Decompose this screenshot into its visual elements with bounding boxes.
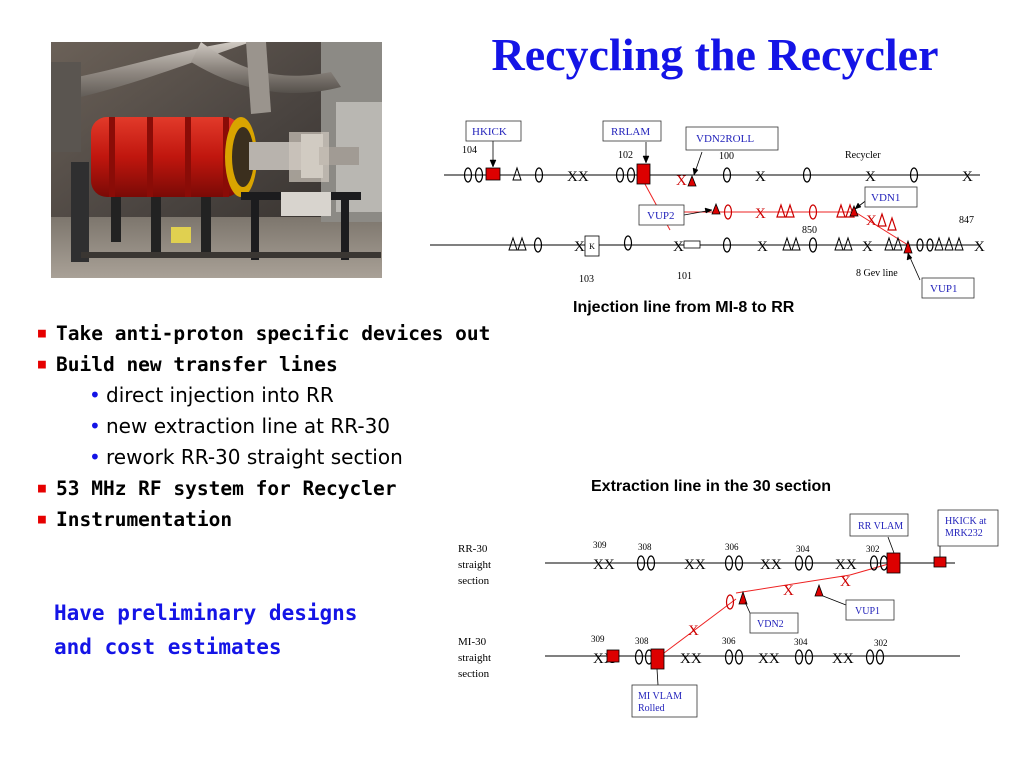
label-101: 101 [677, 271, 692, 282]
svg-text:X: X [676, 173, 687, 189]
svg-text:X: X [865, 169, 876, 185]
svg-text:X: X [755, 206, 766, 222]
summary-note: Have preliminary designs and cost estima… [54, 596, 357, 664]
rr30-label: RR-30 [458, 543, 488, 555]
bullet-square-icon: ■ [38, 326, 46, 341]
label-847: 847 [959, 215, 974, 226]
label-103: 103 [579, 274, 594, 285]
location-label: 304 [796, 544, 810, 554]
location-label: 302 [874, 638, 888, 648]
sub-bullet-item: •direct injection into RR [89, 383, 334, 407]
svg-text:X: X [757, 239, 768, 255]
location-label: 304 [794, 637, 808, 647]
location-label: 308 [638, 542, 652, 552]
svg-text:X: X [866, 213, 877, 229]
rr30-label: section [458, 575, 490, 587]
vup1-label: VUP1 [930, 283, 958, 295]
svg-text:XX: XX [684, 557, 706, 573]
bullet-item: ■Build new transfer lines [38, 353, 338, 376]
svg-text:X: X [673, 239, 684, 255]
mi30-label: section [458, 668, 490, 680]
hkick-mrk-label: HKICK at [945, 516, 987, 527]
label-850: 850 [802, 225, 817, 236]
vdn2roll-label: VDN2ROLL [696, 133, 754, 145]
svg-text:X: X [688, 623, 699, 639]
mi-vlam-label: MI VLAM [638, 691, 682, 702]
hkick-mrk-label: MRK232 [945, 528, 983, 539]
location-label: 306 [722, 636, 736, 646]
vup2-label: VUP2 [647, 210, 675, 222]
svg-text:X: X [974, 239, 985, 255]
svg-text:X: X [574, 239, 585, 255]
location-label: 302 [866, 544, 880, 554]
bullet-dot-icon: • [89, 383, 101, 407]
vdn1-label: VDN1 [871, 192, 900, 204]
location-label: 309 [593, 540, 607, 550]
svg-text:XX: XX [593, 557, 615, 573]
mi-vlam-label: Rolled [638, 703, 665, 714]
mi30-label: straight [458, 652, 491, 664]
summary-note-line: Have preliminary designs [54, 601, 358, 625]
bullet-square-icon: ■ [38, 481, 46, 496]
bullet-item: ■Take anti-proton specific devices out [38, 322, 491, 345]
bullet-dot-icon: • [89, 445, 101, 469]
svg-text:X: X [783, 583, 794, 599]
kicker-k-label: K [589, 242, 595, 251]
bullet-square-icon: ■ [38, 512, 46, 527]
rr-vlam-label: RR VLAM [858, 521, 903, 532]
slide-title: Recycling the Recycler [491, 29, 939, 80]
sub-bullet-item: •rework RR-30 straight section [89, 445, 403, 469]
svg-text:XX: XX [760, 557, 782, 573]
svg-text:X: X [840, 574, 851, 590]
hkick-label: HKICK [472, 126, 507, 138]
label-104: 104 [462, 145, 477, 156]
svg-text:XX: XX [758, 651, 780, 667]
svg-text:X: X [862, 239, 873, 255]
rr30-label: straight [458, 559, 491, 571]
svg-text:XX: XX [567, 169, 589, 185]
mi30-label: MI-30 [458, 636, 487, 648]
bullet-item: ■53 MHz RF system for Recycler [38, 477, 397, 500]
magnet-photo [51, 42, 382, 278]
extraction-caption: Extraction line in the 30 section [591, 478, 832, 495]
label-102: 102 [618, 150, 633, 161]
label-8gev: 8 Gev line [856, 268, 898, 279]
injection-caption: Injection line from MI-8 to RR [573, 299, 795, 316]
bullet-item: ■Instrumentation [38, 508, 233, 531]
location-label: 308 [635, 636, 649, 646]
bullet-list: ■Take anti-proton specific devices out ■… [38, 320, 538, 537]
svg-text:XX: XX [832, 651, 854, 667]
svg-text:XX: XX [680, 651, 702, 667]
bullet-dot-icon: • [89, 414, 101, 438]
sub-bullet-item: •new extraction line at RR-30 [89, 414, 391, 438]
rrlam-label: RRLAM [611, 126, 650, 138]
bullet-square-icon: ■ [38, 357, 46, 372]
label-recycler: Recycler [845, 150, 881, 161]
location-label: 306 [725, 542, 739, 552]
vup1-label: VUP1 [855, 606, 880, 617]
svg-text:X: X [962, 169, 973, 185]
vdn2-label: VDN2 [757, 619, 784, 630]
svg-text:XX: XX [835, 557, 857, 573]
svg-text:X: X [755, 169, 766, 185]
summary-note-line: and cost estimates [54, 635, 282, 659]
location-label: 309 [591, 634, 605, 644]
label-100: 100 [719, 151, 734, 162]
